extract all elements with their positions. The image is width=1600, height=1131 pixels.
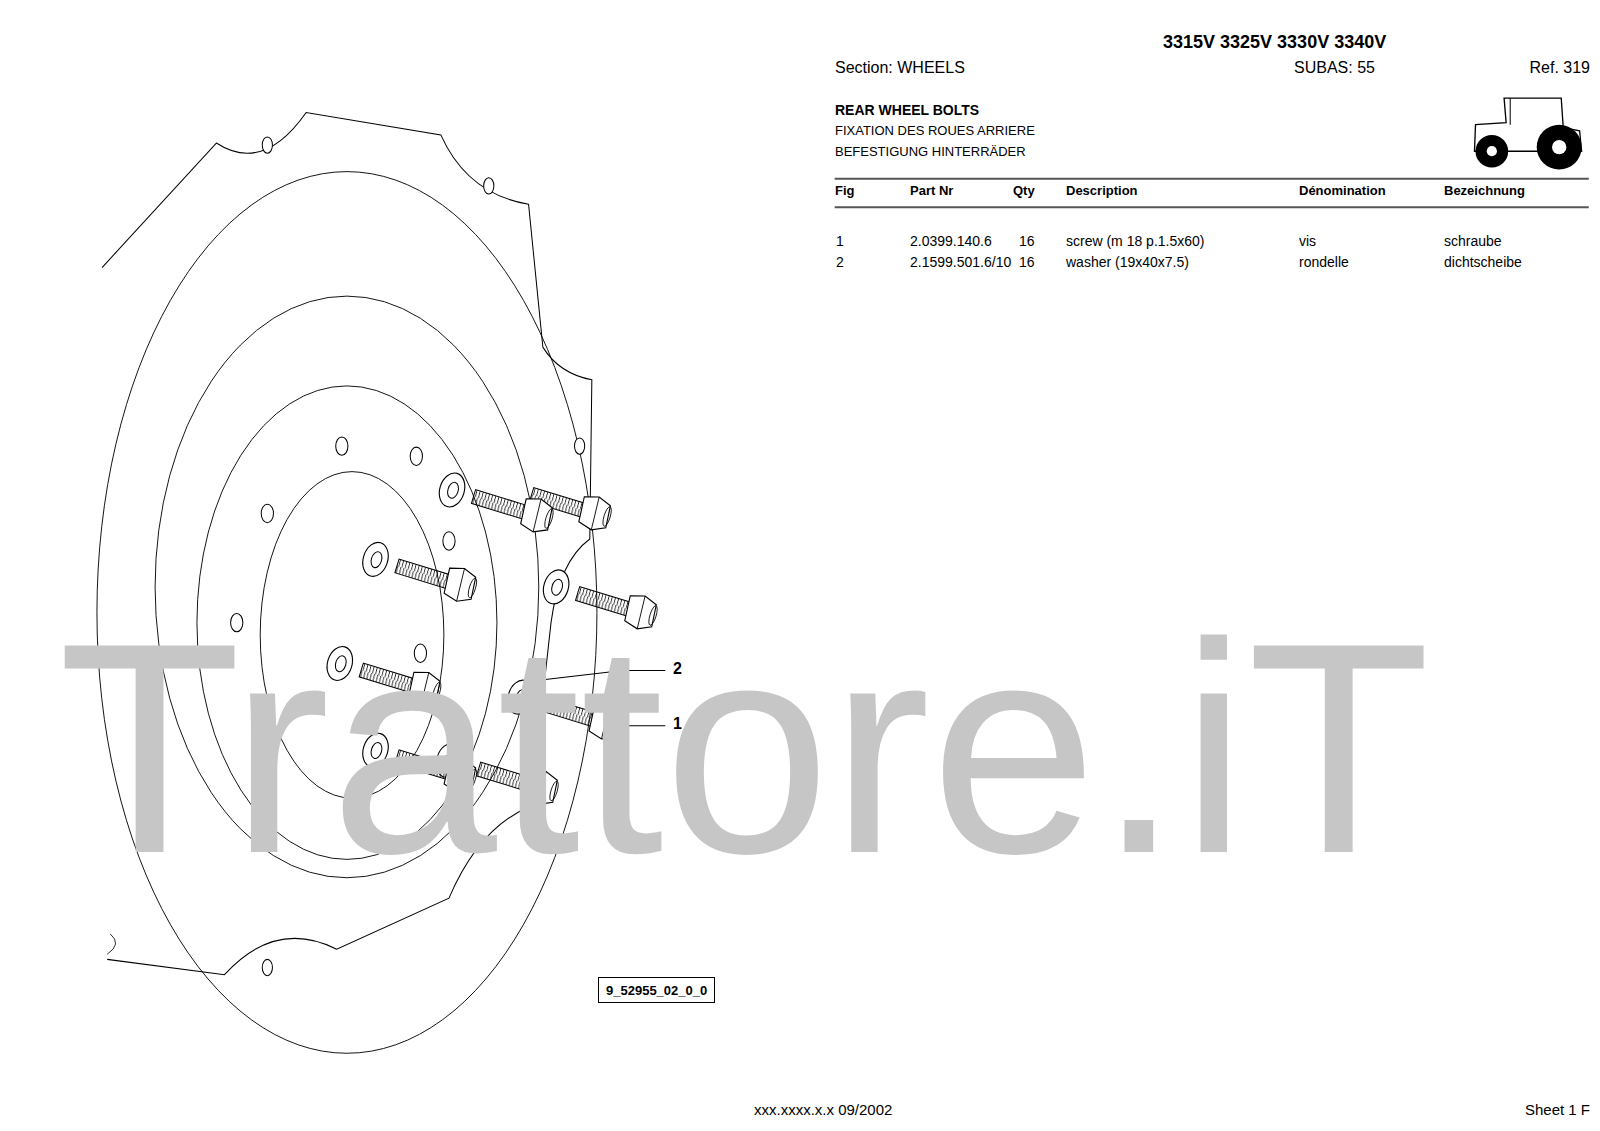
table-header: Qty — [1013, 184, 1035, 199]
table-cell: 16 — [1019, 254, 1035, 270]
table-header: Part Nr — [910, 184, 953, 199]
tractor-icon — [1474, 98, 1581, 169]
subas-label: SUBAS: 55 — [1294, 59, 1375, 77]
table-cell: 16 — [1019, 233, 1035, 249]
table-cell: 2.1599.501.6/10 — [910, 254, 1011, 270]
table-cell: dichtscheibe — [1444, 254, 1522, 270]
table-cell: 2.0399.140.6 — [910, 233, 992, 249]
table-cell: rondelle — [1299, 254, 1349, 270]
table-cell: vis — [1299, 233, 1316, 249]
section-label: Section: WHEELS — [835, 59, 965, 77]
drawing-number-box: 9_52955_02_0_0 — [598, 977, 715, 1003]
table-cell: washer (19x40x7.5) — [1066, 254, 1189, 270]
table-cell: 2 — [836, 254, 844, 270]
footer-code: xxx.xxxx.x.x 09/2002 — [754, 1101, 892, 1118]
page-title: 3315V 3325V 3330V 3340V — [1163, 32, 1386, 53]
table-header: Dénomination — [1299, 184, 1386, 199]
sheet-number: Sheet 1 F — [1525, 1101, 1590, 1118]
table-cell: 1 — [836, 233, 844, 249]
ref-label: Ref. 319 — [1530, 59, 1590, 77]
drawing-number: 9_52955_02_0_0 — [606, 983, 707, 998]
heading-german: BEFESTIGUNG HINTERRÄDER — [835, 145, 1026, 160]
table-cell: schraube — [1444, 233, 1502, 249]
heading-french: FIXATION DES ROUES ARRIERE — [835, 124, 1035, 139]
table-cell: screw (m 18 p.1.5x60) — [1066, 233, 1205, 249]
table-header: Fig — [835, 184, 855, 199]
watermark: Trattore.iT — [58, 598, 1430, 898]
table-header: Bezeichnung — [1444, 184, 1525, 199]
section-heading: REAR WHEEL BOLTS — [835, 102, 979, 118]
table-header: Description — [1066, 184, 1138, 199]
